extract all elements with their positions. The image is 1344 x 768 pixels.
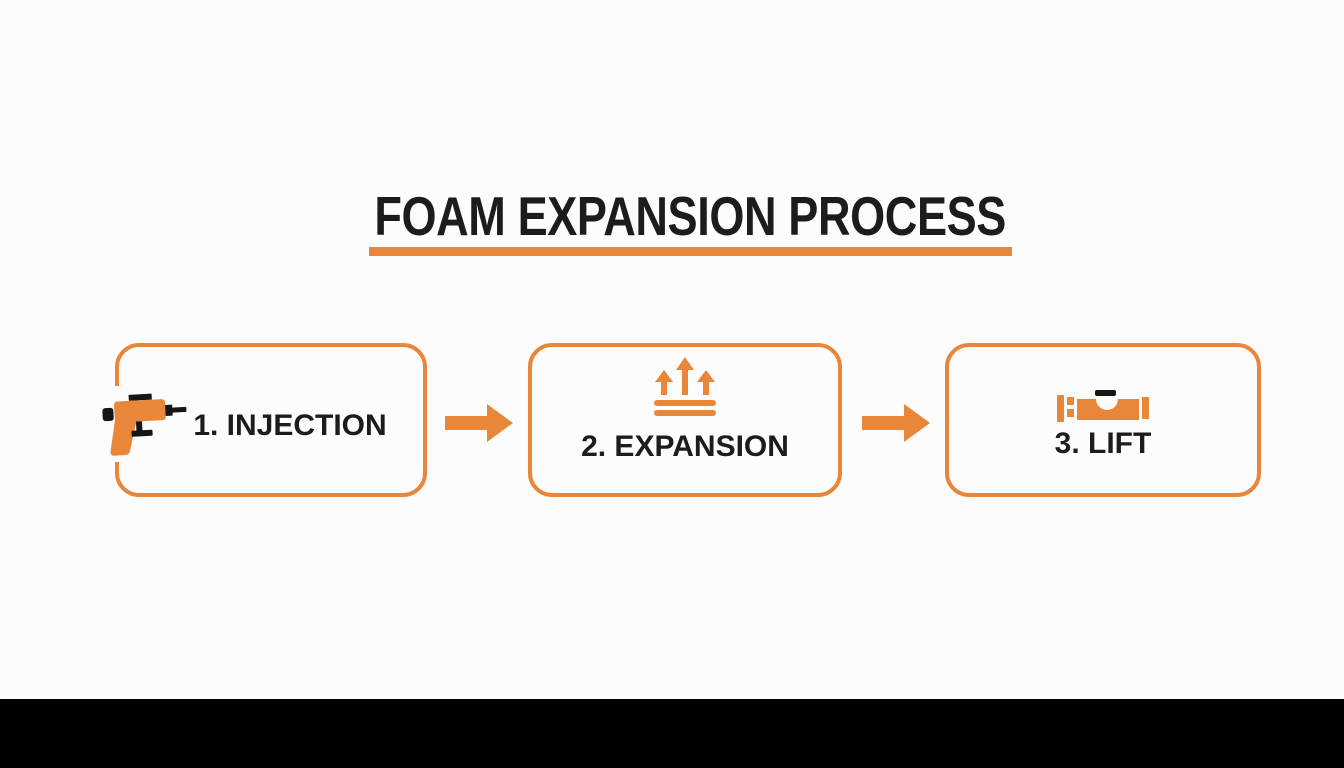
arrow-right-icon (445, 404, 513, 442)
step-box-injection: 1. INJECTION (96, 343, 427, 497)
step-label-lift: 3. LIFT (1054, 427, 1152, 460)
spirit-level-icon (1057, 388, 1149, 422)
step-box-expansion: 2. EXPANSION (528, 343, 842, 497)
arrow-right-icon (862, 404, 930, 442)
step-box-lift: 3. LIFT (945, 343, 1261, 497)
page-title: FOAM EXPANSION PROCESS (368, 185, 1012, 247)
footer-bar (0, 699, 1344, 768)
foam-gun-icon (96, 386, 196, 462)
expansion-rise-arrows-icon (654, 357, 716, 416)
page-title-text: FOAM EXPANSION PROCESS (374, 185, 1006, 247)
title-underline (369, 247, 1012, 256)
step-label-injection: 1. INJECTION (193, 409, 387, 442)
step-label-expansion: 2. EXPANSION (581, 430, 789, 463)
